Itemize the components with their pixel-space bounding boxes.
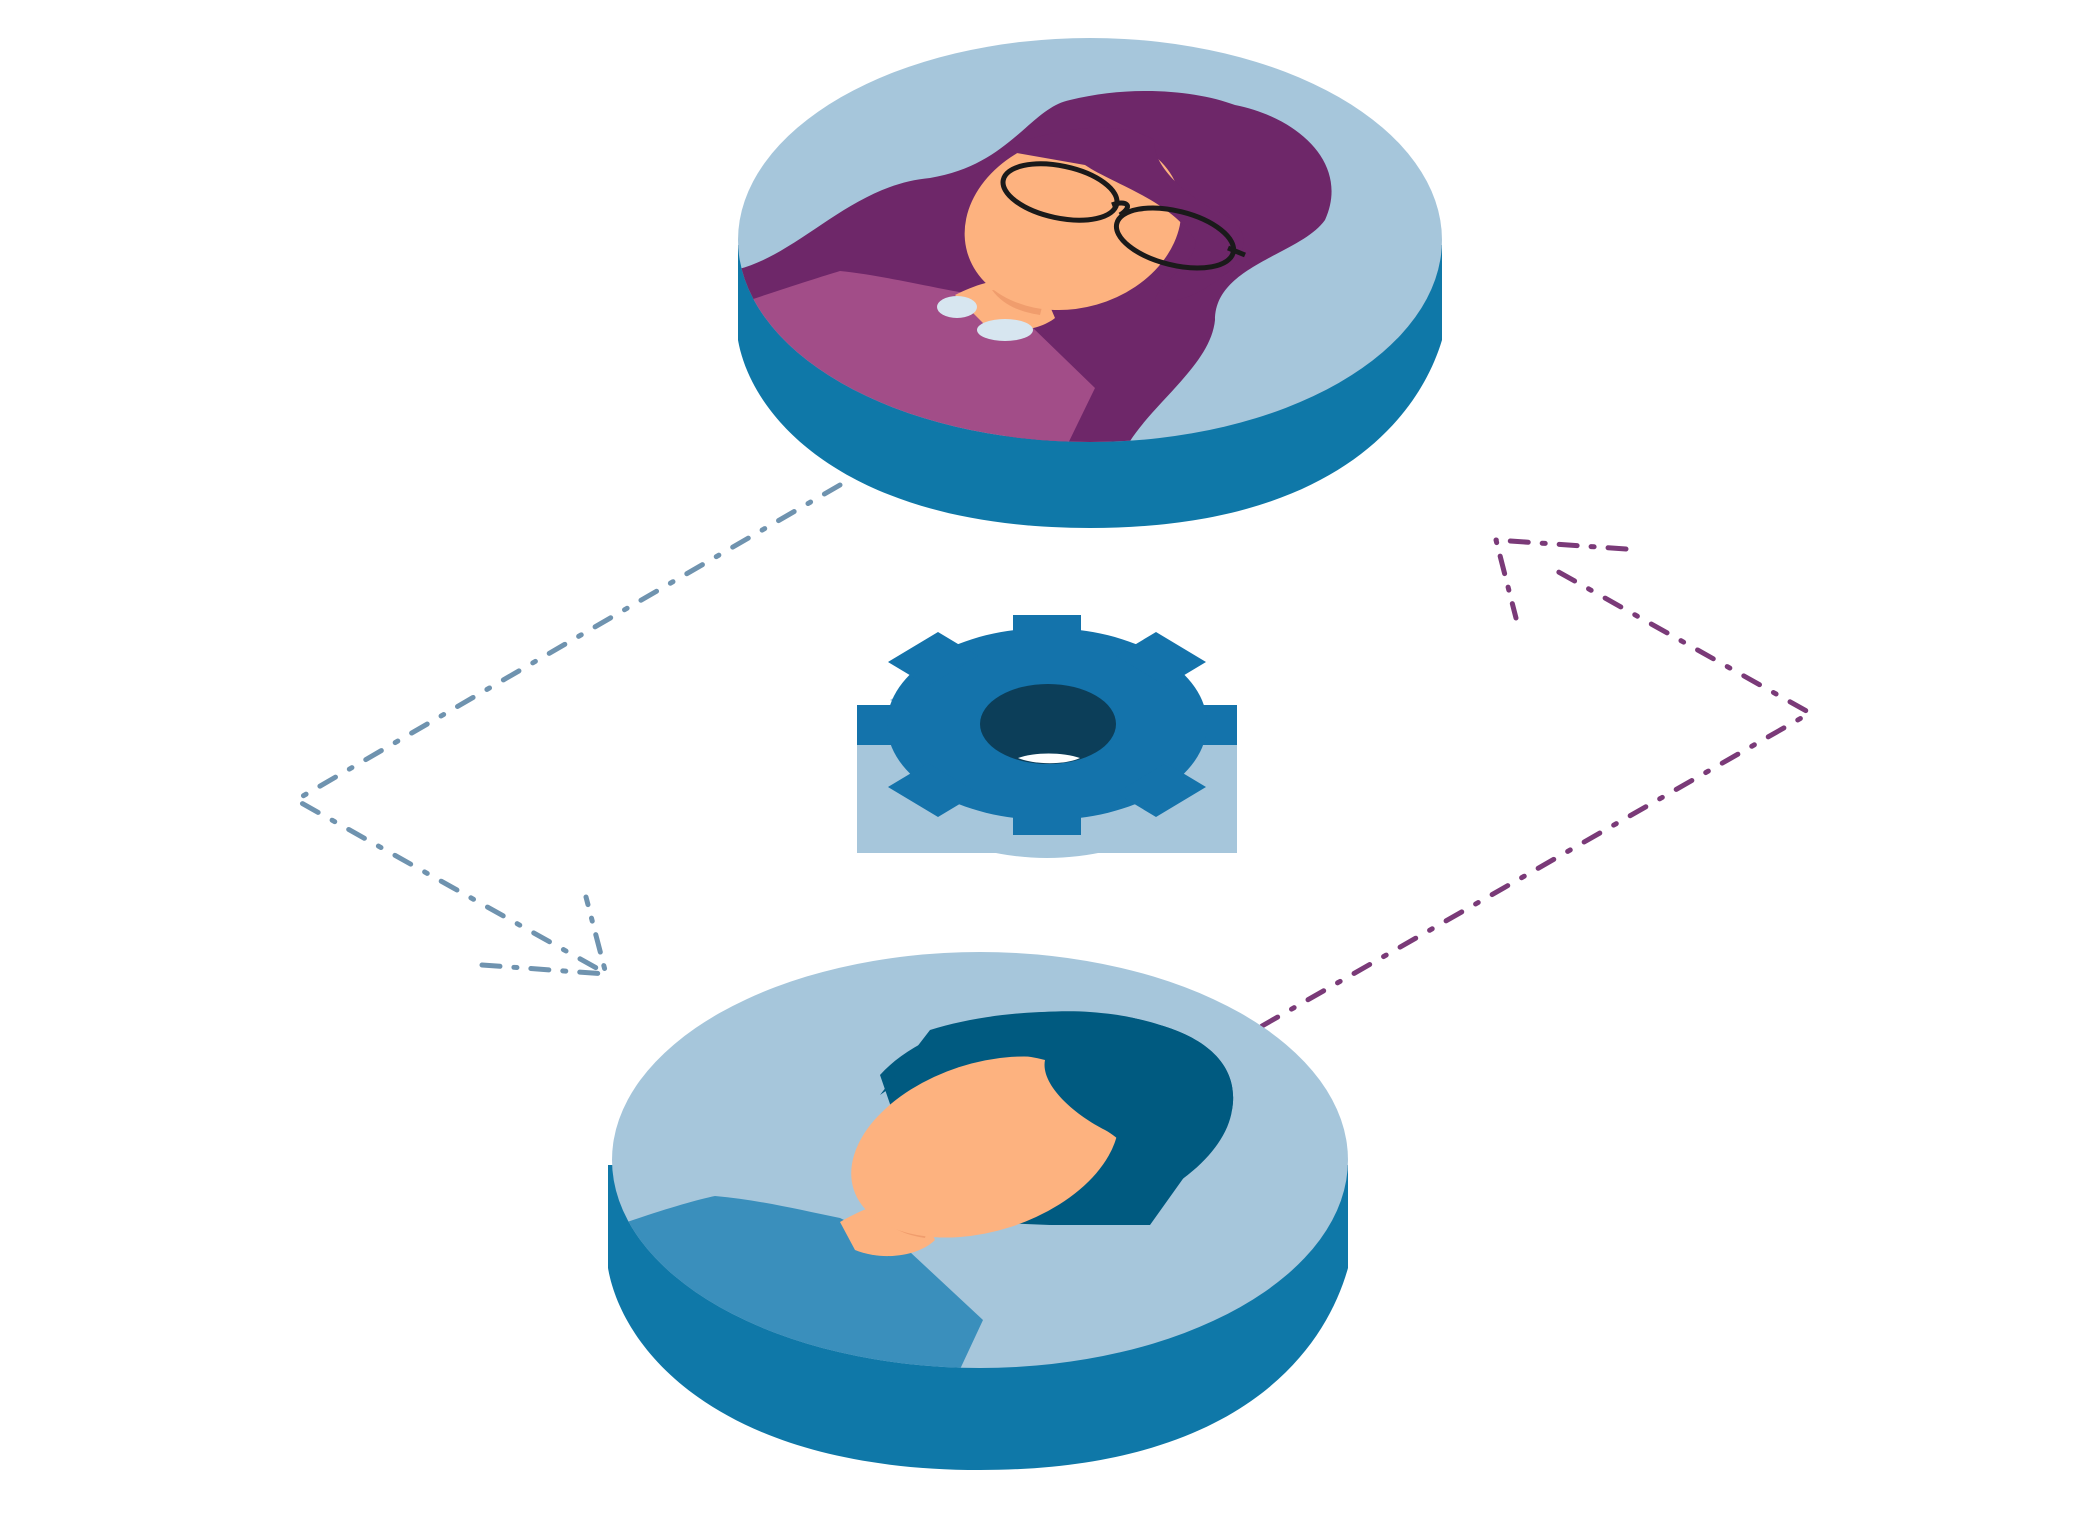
edge-right-arrowhead (1493, 537, 1629, 621)
edge-left-arrowhead (479, 894, 609, 977)
female-collar-left (937, 296, 977, 318)
gear-hole-highlight (1018, 753, 1080, 764)
gear-hole (980, 684, 1116, 764)
gear-icon (857, 615, 1237, 858)
male-head (851, 1056, 1119, 1238)
female-user-avatar-icon (738, 90, 1332, 442)
edge-right-dashed-arrow (1259, 537, 1816, 1029)
edge-left-path (290, 482, 843, 973)
bottom-user-disk (608, 952, 1348, 1470)
glasses-icon (1000, 161, 1246, 271)
top-user-disk (738, 38, 1442, 528)
male-hair-front (880, 1011, 1234, 1225)
female-collar-right (977, 319, 1033, 341)
glasses-bridge (1111, 200, 1130, 218)
glasses-temple (1227, 245, 1246, 258)
edge-right-path (1259, 567, 1816, 1029)
edge-left-dashed-arrow (290, 482, 843, 977)
